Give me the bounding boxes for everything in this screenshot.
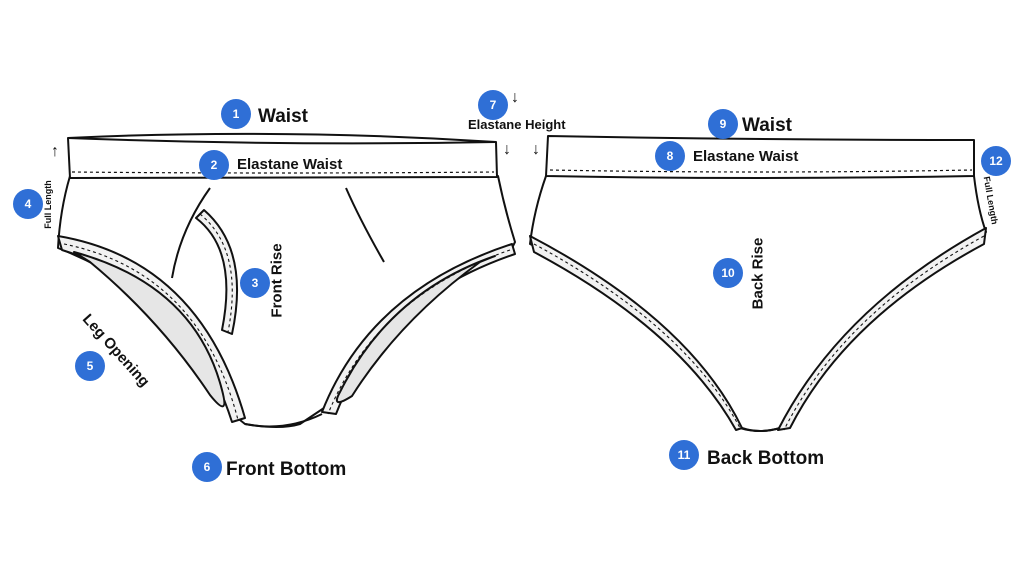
front-waistband-top [67, 137, 497, 145]
front-body-outline [57, 175, 516, 428]
label-elastane-height: Elastane Height [468, 117, 566, 132]
arrow-down-icon: ↓ [503, 141, 511, 158]
front-left-leg-inner [73, 251, 226, 408]
back-crotch [741, 427, 781, 432]
label-front-rise: Front Rise [268, 243, 286, 318]
label-elastane-waist-front: Elastane Waist [237, 156, 343, 173]
front-side-seam [345, 187, 385, 263]
back-waistband-stitch [549, 169, 973, 173]
label-elastane-waist-back: Elastane Waist [693, 148, 799, 165]
badge-front-rise: 3 [240, 268, 270, 298]
front-waistband-stitch [71, 171, 495, 174]
badge-elastane-height: 7 [478, 90, 508, 120]
badge-full-length-front: 4 [13, 189, 43, 219]
label-full-length-front: Full Length [42, 180, 53, 229]
back-waistband [545, 135, 975, 179]
badge-full-length-back: 12 [981, 146, 1011, 176]
front-right-leg-inner [336, 255, 496, 403]
badge-back-rise: 10 [713, 258, 743, 288]
front-waistband [67, 132, 498, 179]
badge-back-bottom: 11 [669, 440, 699, 470]
label-waist-back: Waist [742, 115, 792, 136]
badge-elastane-waist-back: 8 [655, 141, 685, 171]
front-fly-band [195, 209, 238, 335]
badge-front-bottom: 6 [192, 452, 222, 482]
label-waist-front: Waist [258, 106, 308, 127]
badge-waist-front: 1 [221, 99, 251, 129]
badge-elastane-waist-front: 2 [199, 150, 229, 180]
front-crotch [244, 413, 323, 428]
label-back-rise: Back Rise [749, 237, 767, 310]
back-left-leg-band [529, 235, 743, 431]
arrow-down-icon: ↓ [511, 89, 519, 106]
back-brief [529, 135, 987, 432]
badge-leg-opening: 5 [75, 351, 105, 381]
label-back-bottom: Back Bottom [707, 448, 825, 469]
front-brief [57, 132, 516, 428]
badge-waist-back: 9 [708, 109, 738, 139]
arrow-down-icon: ↓ [532, 141, 540, 158]
label-front-bottom: Front Bottom [226, 459, 347, 480]
arrow-up-icon: ↑ [51, 143, 59, 160]
front-fly [171, 187, 211, 279]
